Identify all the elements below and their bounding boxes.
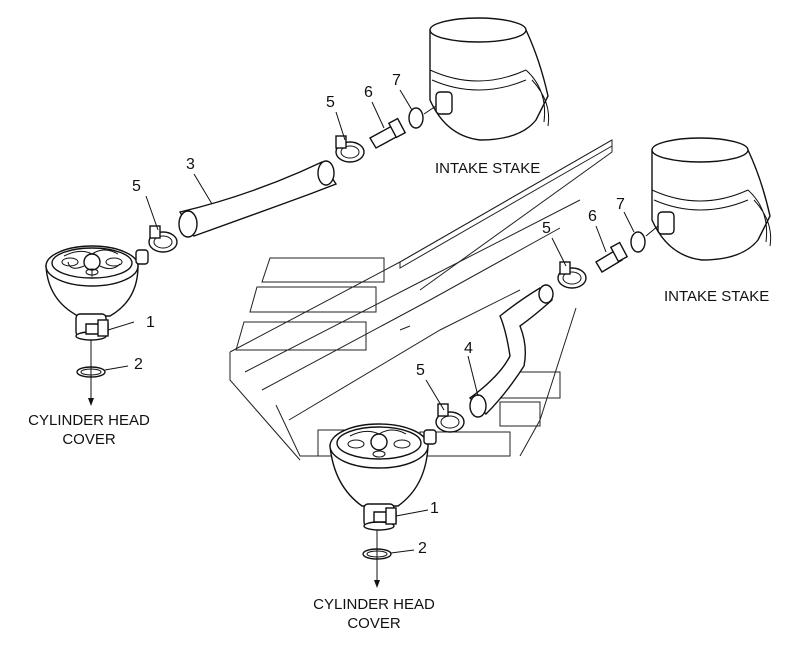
callout-3: 3: [186, 156, 195, 173]
hose-4: [468, 284, 554, 418]
callout-5-right-lower: 5: [416, 362, 425, 379]
callout-2-right: 2: [418, 540, 427, 557]
callout-7-right: 7: [616, 196, 625, 213]
cylinder-head-label-right-line1: CYLINDER HEAD: [313, 596, 435, 613]
hose-clamp-1-left: [85, 319, 109, 337]
hose-clamp-1-right: [373, 507, 397, 525]
o-ring-7-left: [408, 107, 424, 129]
breather-separator-right: [329, 423, 437, 531]
callout-4: 4: [464, 340, 473, 357]
callout-7-left: 7: [392, 72, 401, 89]
breather-separator-left: [45, 245, 149, 341]
cylinder-head-label-left-line1: CYLINDER HEAD: [28, 412, 150, 429]
fitting-6-left: [369, 117, 407, 149]
fitting-6-right: [595, 241, 629, 273]
intake-stake-label-left: INTAKE STAKE: [435, 160, 541, 177]
hose-clamp-5-right-lower: [435, 403, 465, 433]
o-ring-7-right: [630, 231, 646, 253]
left-assembly: [45, 17, 550, 406]
callout-5-right-upper: 5: [542, 220, 551, 237]
intake-stake-right: [645, 137, 772, 261]
callout-5-left-lower: 5: [132, 178, 141, 195]
right-assembly: [329, 137, 772, 588]
hose-clamp-5-left-upper: [335, 135, 365, 163]
intake-stake-left: [423, 17, 550, 141]
hose-3: [178, 160, 338, 238]
cylinder-head-label-left-line2: COVER: [62, 431, 116, 448]
cylinder-head-label-right-line2: COVER: [347, 615, 401, 632]
callout-1-left: 1: [146, 314, 155, 331]
intake-stake-label-right: INTAKE STAKE: [664, 288, 770, 305]
hose-clamp-5-right-upper: [557, 261, 587, 289]
hose-clamp-5-left-lower: [148, 225, 178, 253]
callout-1-right: 1: [430, 500, 439, 517]
callout-6-right: 6: [588, 208, 597, 225]
callout-6-left: 6: [364, 84, 373, 101]
callout-2-left: 2: [134, 356, 143, 373]
callout-5-left-upper: 5: [326, 94, 335, 111]
